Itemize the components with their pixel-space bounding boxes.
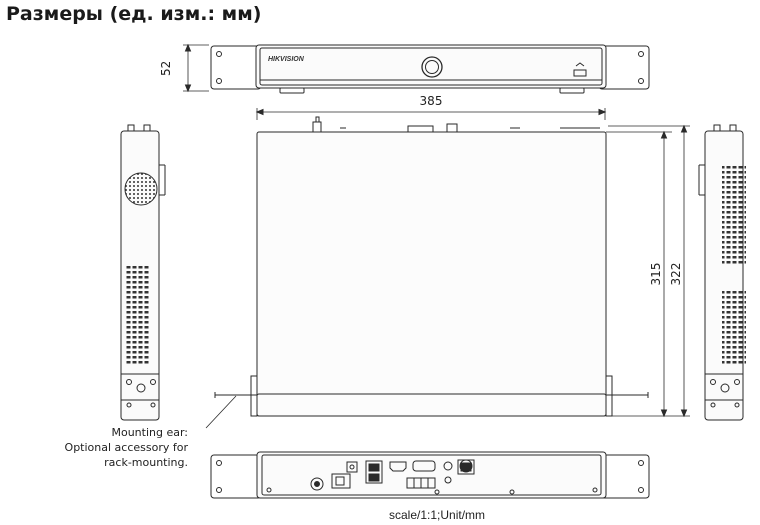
depth-label: 315 bbox=[649, 263, 663, 286]
vent-slots bbox=[722, 290, 746, 365]
rear-left-ear bbox=[210, 454, 262, 499]
fan-grille-icon bbox=[124, 172, 158, 206]
width-label: 385 bbox=[420, 94, 443, 108]
vent-slots bbox=[125, 264, 149, 364]
foot bbox=[559, 87, 585, 94]
front-left-ear bbox=[210, 45, 262, 90]
width-dimension bbox=[255, 108, 607, 120]
rear-panel bbox=[256, 451, 607, 499]
brand-logo: HIKVISION bbox=[268, 56, 305, 63]
page-title: Размеры (ед. изм.: мм) bbox=[6, 3, 262, 25]
scale-note: scale/1:1;Unit/mm bbox=[389, 508, 486, 522]
callout-line: Mounting ear: bbox=[111, 426, 188, 439]
top-view bbox=[205, 116, 649, 429]
network-port-icon bbox=[457, 459, 475, 475]
left-side-view bbox=[120, 124, 166, 421]
ground-screw-icon bbox=[310, 477, 324, 491]
right-side-view bbox=[698, 124, 746, 421]
front-panel bbox=[255, 44, 607, 89]
front-view bbox=[210, 44, 650, 94]
foot bbox=[279, 87, 305, 94]
power-switch-icon bbox=[331, 473, 351, 489]
vga-port-icon bbox=[412, 460, 436, 472]
dc-power-port-icon bbox=[346, 461, 358, 473]
top-chassis bbox=[256, 131, 607, 417]
depth-total-label: 322 bbox=[669, 263, 683, 286]
power-button-icon bbox=[421, 56, 443, 78]
height-label: 52 bbox=[159, 61, 173, 76]
callout-line: rack-mounting. bbox=[104, 456, 188, 469]
rear-view bbox=[210, 451, 650, 499]
height-dimension bbox=[183, 43, 209, 93]
callout-line: Optional accessory for bbox=[64, 441, 188, 454]
usb-port-icon bbox=[573, 69, 587, 77]
lan-port-icon bbox=[365, 460, 383, 484]
hdmi-port-icon bbox=[389, 461, 407, 472]
audio-port-icon bbox=[443, 461, 453, 471]
depth-dimension bbox=[606, 124, 690, 418]
mounting-ear-callout: Mounting ear: Optional accessory for rac… bbox=[40, 425, 188, 470]
vent-slots bbox=[722, 166, 746, 266]
